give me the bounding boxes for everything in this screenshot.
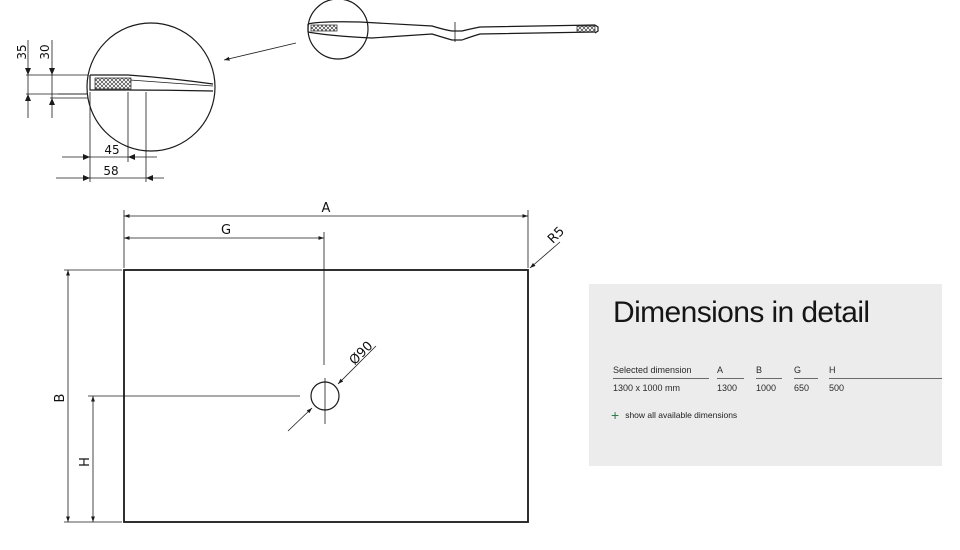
header-g: G [794,365,802,375]
header-underline-selected [613,378,709,379]
dim-h-label: H [78,457,93,467]
value-a: 1300 [717,383,738,393]
value-b: 1000 [756,383,777,393]
show-all-label: show all available dimensions [625,410,738,420]
header-underline-b [756,378,782,379]
value-g: 650 [794,383,810,393]
selected-dimension-value: 1300 x 1000 mm [613,383,681,393]
dim-a-label: A [322,201,331,216]
header-h: H [829,365,836,375]
dim-35-label: 35 [15,44,29,59]
header-underline-h [829,378,942,379]
detail-leader [223,42,297,61]
radius-label: R5 [545,224,568,247]
header-underline-g [794,378,818,379]
dim-30-label: 30 [38,44,52,59]
header-underline-a [717,378,744,379]
dim-g-label: G [221,223,231,238]
header-a: A [717,365,724,375]
table-header-row: Selected dimension A B G H [613,365,942,383]
dim-45-label: 45 [104,143,119,157]
tray-plan [64,210,561,523]
dimensions-table: Selected dimension A B G H 1300 x 1000 m… [613,365,942,401]
value-h: 500 [829,383,845,393]
panel-title: Dimensions in detail [613,296,870,329]
dimensions-panel: Dimensions in detail Selected dimension … [589,284,942,466]
header-selected-dimension: Selected dimension [613,365,692,375]
show-all-dimensions-link[interactable]: + show all available dimensions [611,407,738,423]
plus-icon: + [611,407,620,423]
edge-detail [25,22,216,182]
drain-diameter-label: Ø90 [347,339,377,369]
table-row: 1300 x 1000 mm 1300 1000 650 500 [613,383,942,401]
dim-b-label: B [53,394,68,403]
header-b: B [756,365,763,375]
dim-58-label: 58 [103,164,118,178]
tray-profile [307,0,599,60]
